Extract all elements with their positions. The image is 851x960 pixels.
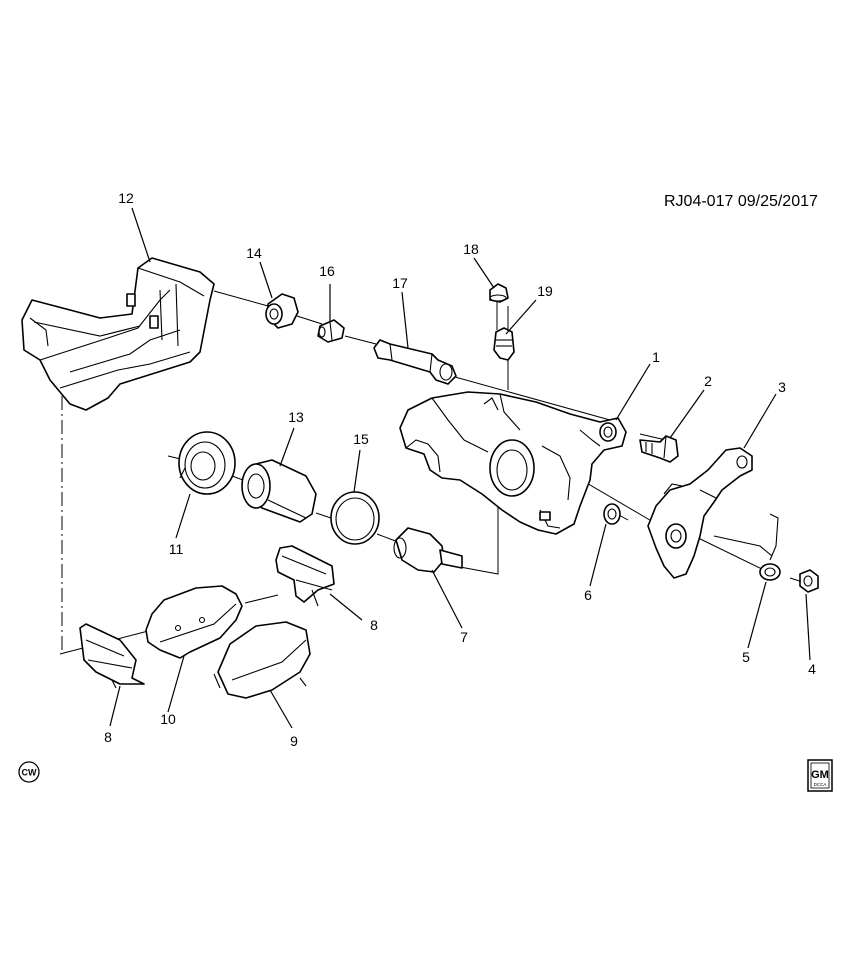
callout-15: 15	[353, 431, 369, 447]
callout-8-left: 8	[104, 729, 112, 745]
callout-5: 5	[742, 649, 750, 665]
callout-1: 1	[652, 349, 660, 365]
callout-19: 19	[537, 283, 553, 299]
callout-12: 12	[118, 190, 134, 206]
sleeve-part-16	[317, 319, 345, 343]
callout-13: 13	[288, 409, 304, 425]
bolt-part-2	[639, 435, 679, 463]
pad-clip-part-8-right	[275, 545, 335, 607]
callout-18: 18	[463, 241, 479, 257]
dust-boot-part-11	[178, 431, 236, 495]
callout-11: 11	[169, 541, 184, 557]
park-brake-lever-part-3	[647, 447, 753, 579]
callout-4: 4	[808, 661, 816, 677]
piston-part-13	[241, 459, 317, 523]
caliper-bracket-part-12	[21, 257, 215, 411]
pad-clip-part-8-left	[79, 623, 145, 689]
callout-9: 9	[290, 733, 298, 749]
gm-logo-icon: GM DCCA	[807, 759, 833, 792]
washer-part-6	[603, 503, 621, 525]
seal-part-15	[330, 491, 380, 545]
bushing-part-14	[265, 293, 299, 329]
actuator-screw-part-7	[393, 527, 463, 573]
callout-6: 6	[584, 587, 592, 603]
callout-7: 7	[460, 629, 468, 645]
gm-logo-label: GM	[811, 769, 829, 781]
callout-8-right: 8	[370, 617, 378, 633]
guide-pin-part-17	[373, 339, 457, 385]
brake-pad-outer-part-9	[213, 621, 311, 699]
callout-16: 16	[319, 263, 335, 279]
nut-part-4	[799, 569, 819, 593]
cw-badge-icon: CW	[18, 761, 40, 783]
leader-lines	[109, 207, 811, 729]
callout-numbers: 1 2 3 4 5 6 7 8 9 10 8 11 12 13 14 15 16…	[104, 190, 816, 749]
gm-logo-sublabel: DCCA	[814, 782, 827, 787]
callout-14: 14	[246, 245, 262, 261]
return-spring-part-5	[713, 513, 781, 581]
callout-17: 17	[392, 275, 408, 291]
caliper-housing-part-1	[399, 391, 627, 535]
callout-3: 3	[778, 379, 786, 395]
diagram-reference-code: RJ04-017 09/25/2017	[664, 193, 818, 210]
brake-pad-inner-part-10	[145, 585, 243, 659]
bleeder-cap-part-18	[489, 283, 509, 303]
callout-2: 2	[704, 373, 712, 389]
cw-badge-label: CW	[22, 768, 37, 778]
bleeder-valve-part-19	[493, 327, 515, 361]
callout-10: 10	[160, 711, 176, 727]
